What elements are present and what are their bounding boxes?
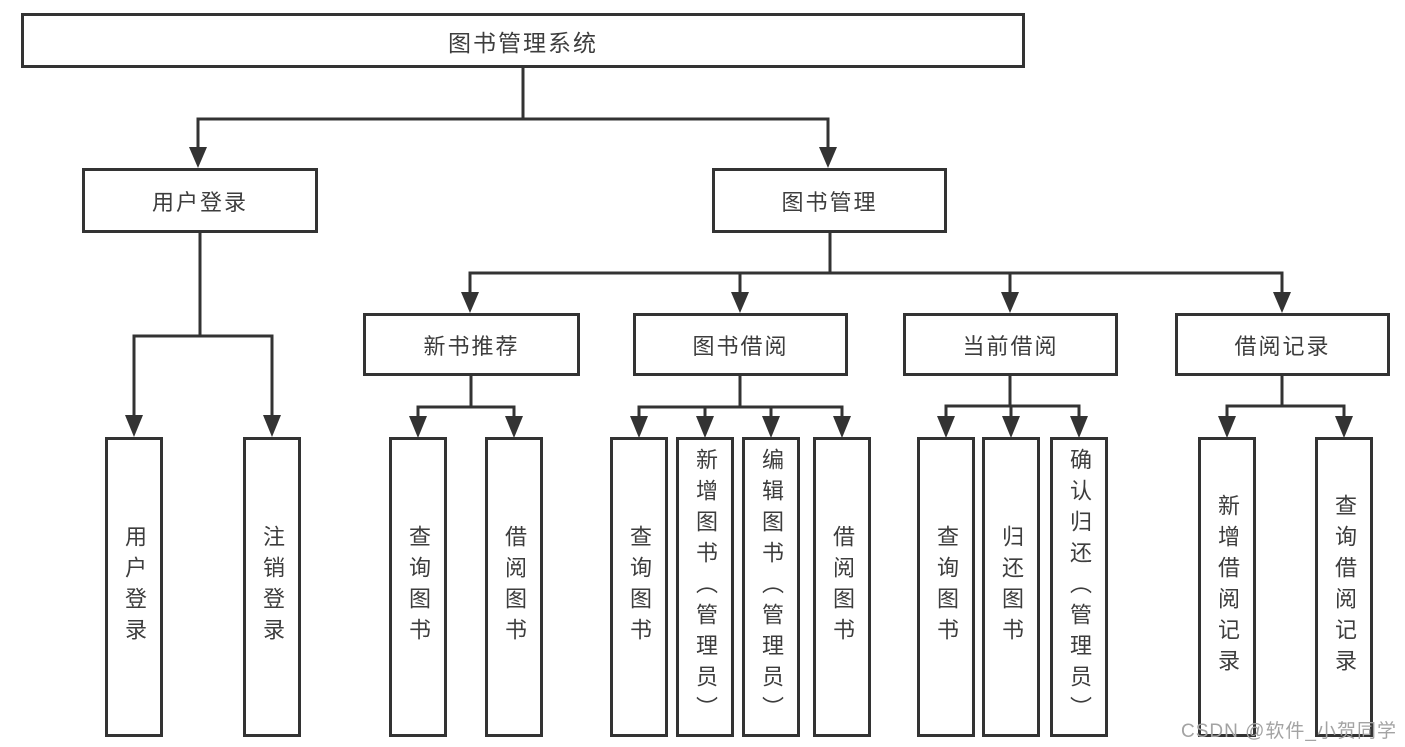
leaf-query-books-current-label: 查询图书 — [934, 525, 959, 649]
node-user-login-label: 用户登录 — [151, 189, 248, 215]
node-new-book-recommend-label: 新书推荐 — [423, 333, 520, 359]
leaf-add-borrow-record-label: 新增借阅记录 — [1215, 494, 1240, 680]
leaf-query-borrow-record: 查询借阅记录 — [1315, 437, 1373, 737]
leaf-query-books-current: 查询图书 — [917, 437, 975, 737]
leaf-borrow-books-borrow: 借阅图书 — [813, 437, 871, 737]
leaf-query-borrow-record-label: 查询借阅记录 — [1332, 494, 1357, 680]
leaf-borrow-books-borrow-label: 借阅图书 — [830, 525, 855, 649]
node-new-book-recommend: 新书推荐 — [363, 313, 580, 376]
leaf-confirm-return-admin-label: 确认归还（管理员） — [1067, 447, 1092, 727]
leaf-borrow-books-recommend: 借阅图书 — [485, 437, 543, 737]
node-book-management: 图书管理 — [712, 168, 947, 233]
leaf-borrow-books-recommend-label: 借阅图书 — [502, 525, 527, 649]
leaf-query-books-recommend: 查询图书 — [389, 437, 447, 737]
leaf-add-book-admin: 新增图书（管理员） — [676, 437, 734, 737]
node-book-borrow-label: 图书借阅 — [692, 333, 789, 359]
node-root: 图书管理系统 — [21, 13, 1025, 68]
leaf-query-books-recommend-label: 查询图书 — [406, 525, 431, 649]
node-current-borrow-label: 当前借阅 — [962, 333, 1059, 359]
node-borrow-records-label: 借阅记录 — [1234, 333, 1331, 359]
leaf-confirm-return-admin: 确认归还（管理员） — [1050, 437, 1108, 737]
leaf-query-books-borrow-label: 查询图书 — [627, 525, 652, 649]
leaf-edit-book-admin-label: 编辑图书（管理员） — [759, 447, 784, 727]
leaf-user-login-label: 用户登录 — [122, 525, 147, 649]
leaf-add-book-admin-label: 新增图书（管理员） — [693, 447, 718, 727]
node-book-borrow: 图书借阅 — [633, 313, 848, 376]
node-user-login: 用户登录 — [82, 168, 318, 233]
leaf-logout: 注销登录 — [243, 437, 301, 737]
node-borrow-records: 借阅记录 — [1175, 313, 1390, 376]
leaf-add-borrow-record: 新增借阅记录 — [1198, 437, 1256, 737]
leaf-query-books-borrow: 查询图书 — [610, 437, 668, 737]
leaf-return-book-label: 归还图书 — [999, 525, 1024, 649]
leaf-edit-book-admin: 编辑图书（管理员） — [742, 437, 800, 737]
leaf-return-book: 归还图书 — [982, 437, 1040, 737]
csdn-watermark: CSDN @软件_小贺同学 — [1181, 721, 1397, 742]
node-current-borrow: 当前借阅 — [903, 313, 1118, 376]
node-book-management-label: 图书管理 — [781, 189, 878, 215]
node-root-label: 图书管理系统 — [448, 29, 598, 56]
leaf-logout-label: 注销登录 — [260, 525, 285, 649]
leaf-user-login: 用户登录 — [105, 437, 163, 737]
